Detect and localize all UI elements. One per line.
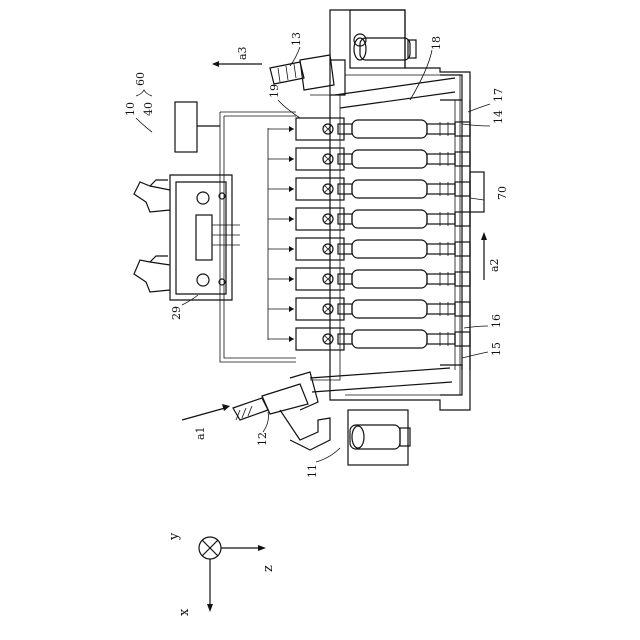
label-a2: a2 [488,258,501,272]
label-11: 11 [306,464,319,478]
label-12: 12 [256,432,269,446]
flow-arrow-a1 [182,404,230,420]
module-1 [296,118,470,140]
flow-arrow-a3 [212,61,262,67]
right-rails [455,100,484,370]
label-14: 14 [492,110,505,124]
module-5 [296,238,470,260]
module-7 [296,298,470,320]
label-a1: a1 [194,426,207,440]
brace [136,90,152,96]
branch-arrows [268,126,294,342]
rail-top [335,75,462,108]
label-19: 19 [268,84,281,98]
label-16: 16 [490,314,503,328]
coordinate-axes: y z x [167,532,276,616]
axis-y-label: y [167,532,182,541]
label-70: 70 [496,186,509,200]
label-40: 40 [142,102,155,116]
inlet-fitting-12 [233,372,330,450]
axis-x-label: x [177,608,192,616]
controller-40 [175,102,220,152]
module-6 [296,268,470,290]
label-13: 13 [290,32,303,46]
label-a3: a3 [236,46,249,60]
reference-labels: 13 18 19 17 14 70 16 15 29 12 11 a1 a2 a… [124,32,509,478]
label-60: 60 [134,72,147,86]
module-8 [296,328,470,350]
label-17: 17 [492,88,505,102]
label-10: 10 [124,102,137,116]
module-2 [296,148,470,170]
flow-arrow-a2 [481,232,487,280]
bottom-cylinder [350,425,410,449]
module-4 [296,208,470,230]
label-15: 15 [490,342,503,356]
module-stack [296,118,470,350]
module-3 [296,178,470,200]
axis-z-label: z [261,565,276,572]
label-29: 29 [170,306,183,320]
label-18: 18 [430,36,443,50]
top-cylinder [354,34,416,60]
outlet-fitting-13 [270,55,345,95]
